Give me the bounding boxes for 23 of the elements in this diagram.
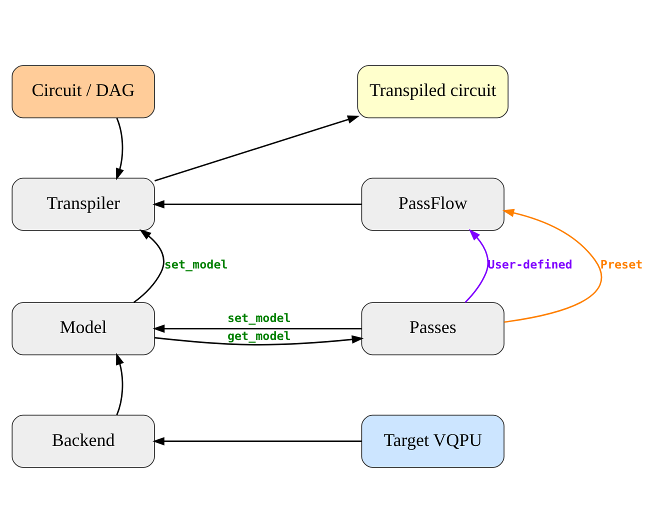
arrow (502, 208, 602, 322)
edge-label: get_model (227, 328, 291, 342)
node-box: Circuit / DAG (12, 64, 155, 118)
arrow (116, 117, 124, 180)
edge-label: User-defined (488, 257, 572, 272)
node-box: Transpiled circuit (357, 64, 509, 118)
edge-label: set_model (164, 257, 228, 272)
arrow (464, 228, 489, 302)
arrow (116, 352, 124, 415)
edge-label: Preset (600, 257, 643, 272)
node-box: Target VQPU (361, 414, 504, 468)
node-box: Backend (12, 414, 155, 468)
arrow (152, 200, 362, 208)
node-box: PassFlow (361, 177, 504, 230)
edge-label: set_model (227, 310, 291, 324)
arrow (154, 115, 360, 181)
arrow (154, 334, 364, 345)
node-box: Passes (361, 302, 504, 355)
node-box: Model (12, 302, 155, 355)
arrow (133, 228, 164, 303)
arrow (152, 324, 362, 332)
node-box: Transpiler (12, 177, 155, 230)
arrow (152, 436, 362, 445)
